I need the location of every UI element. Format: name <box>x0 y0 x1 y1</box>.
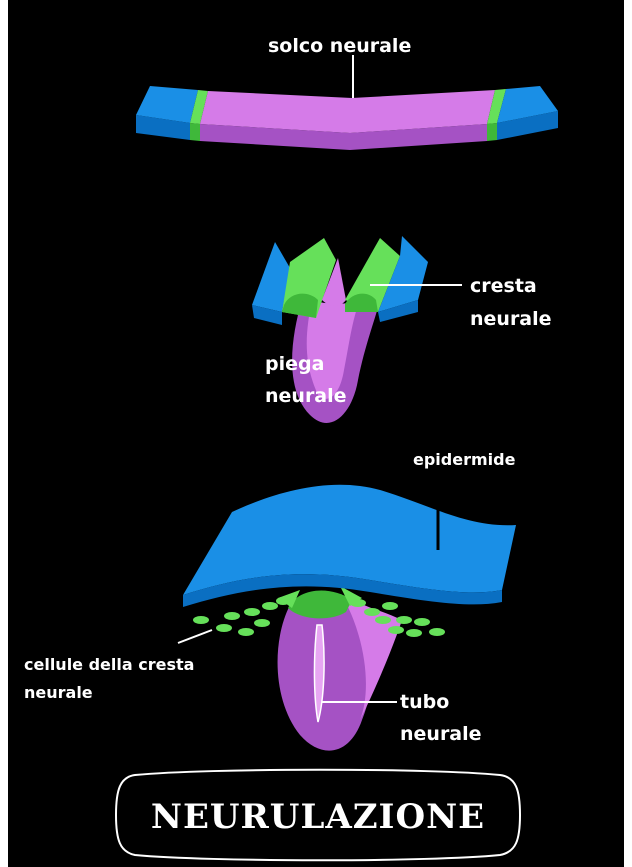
label-cresta-line2: neurale <box>470 308 552 330</box>
crest-cell <box>375 616 391 624</box>
crest-cell <box>276 597 290 605</box>
crest-cell <box>396 616 412 624</box>
crest-cell <box>193 616 209 624</box>
crest-cell <box>414 618 430 626</box>
label-piega-line2: neurale <box>265 385 347 407</box>
crest-cell <box>224 612 240 620</box>
crest-cell <box>244 608 260 616</box>
label-solco-neurale: solco neurale <box>268 35 411 57</box>
crest-cell <box>406 629 422 637</box>
cellule-leader-line <box>178 630 212 643</box>
label-tubo-line2: neurale <box>400 723 482 745</box>
crest-cell <box>238 628 254 636</box>
crest-cell <box>350 599 366 607</box>
crest-cell <box>364 608 380 616</box>
crest-cell <box>388 626 404 634</box>
crest-cell <box>429 628 445 636</box>
crest-cell <box>382 602 398 610</box>
label-piega-line1: piega <box>265 353 324 375</box>
stage-neural-groove <box>136 55 558 150</box>
label-tubo-line1: tubo <box>400 691 449 713</box>
label-epidermide: epidermide <box>413 450 516 469</box>
crest-cell <box>216 624 232 632</box>
label-cellule-line1: cellule della cresta <box>24 655 194 674</box>
crest-cell <box>262 602 278 610</box>
stage-neural-tube <box>178 467 516 751</box>
crest-cell <box>254 619 270 627</box>
title-text: NEURULAZIONE <box>151 797 485 837</box>
label-cresta-line1: cresta <box>470 275 537 297</box>
plate-front-green-left <box>190 123 200 141</box>
label-cellule-line2: neurale <box>24 683 93 702</box>
plate-front-green-right <box>487 123 497 141</box>
